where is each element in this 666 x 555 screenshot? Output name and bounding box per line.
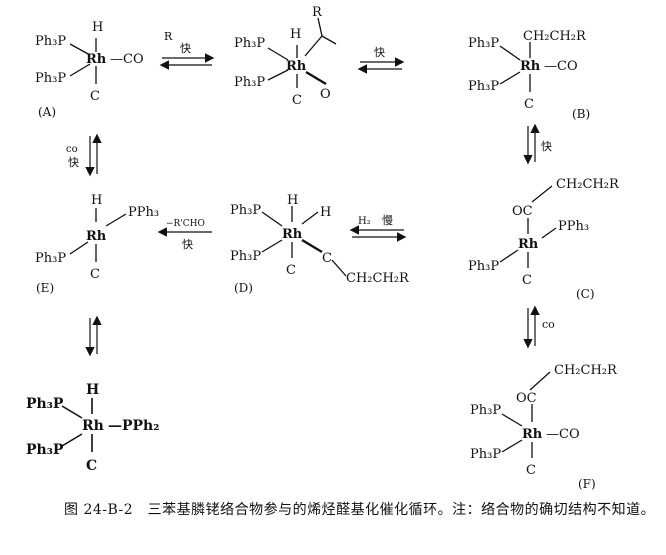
alkene-substituent: R: [312, 5, 323, 20]
carbonyl-ligand-axial: C: [86, 458, 97, 474]
hydride-label: H: [86, 382, 99, 398]
complex-a: H Ph₃P Rh —CO Ph₃P C (A): [35, 20, 144, 119]
hydride-label: H: [91, 193, 102, 208]
rhodium-center: Rh: [86, 229, 107, 244]
acyl-carbonyl: C: [322, 251, 332, 266]
rhodium-center: Rh: [82, 418, 104, 434]
rhodium-center: Rh: [282, 227, 303, 242]
ligand-pph3: PPh₃: [128, 205, 159, 220]
ligand-pph2: —PPh₂: [108, 418, 159, 434]
rhodium-center: Rh: [520, 59, 541, 74]
carbonyl-ligand-axial: C: [292, 93, 302, 108]
arrow-speed: 快: [374, 46, 385, 59]
reagent-aldehyde: −R'CHO: [166, 219, 205, 229]
ligand-pph3: Ph₃P: [230, 249, 261, 264]
acyl-group: CH₂CH₂R: [556, 177, 620, 192]
complex-label-d: (D): [234, 281, 253, 295]
reagent-alkene: R: [164, 30, 173, 43]
carbonyl-ligand-axial: C: [90, 267, 100, 282]
rhodium-center: Rh: [86, 52, 107, 67]
ligand-pph3: Ph₃P: [35, 71, 66, 86]
carbonyl-ligand-axial: C: [524, 97, 534, 112]
ligand-pph3: Ph₃P: [234, 75, 265, 90]
carbonyl-oxygen: O: [320, 87, 331, 102]
reagent-h2: H₂: [358, 216, 371, 227]
complex-d: H H Ph₃P Rh Ph₃P C CH₂CH₂R C (D): [230, 193, 410, 295]
acyl-group: CH₂CH₂R: [346, 271, 410, 286]
arrow-speed: 快: [182, 238, 193, 251]
carbonyl-ligand-axial: C: [90, 89, 100, 104]
reagent-co: co: [66, 144, 78, 155]
rhodium-center: Rh: [518, 237, 539, 252]
arrow-a-to-a2: R 快: [159, 30, 215, 70]
arrow-speed: 快: [541, 140, 552, 153]
complex-label-b: (B): [572, 107, 590, 121]
complex-bottom-left: H Ph₃P Rh —PPh₂ Ph₃P C: [26, 382, 159, 474]
complex-alkene-adduct: H R Ph₃P Rh Ph₃P O C: [234, 5, 337, 108]
arrow-e-to-g: [85, 315, 102, 357]
carbonyl-ligand-axial: C: [286, 263, 296, 278]
arrow-a2-to-b: 快: [357, 46, 405, 74]
acyl-carbonyl: OC: [512, 204, 533, 219]
figure-caption: 图 24-B-2 三苯基膦铑络合物参与的烯烃醛基化催化循环。注：络合物的确切结构…: [64, 502, 656, 518]
ligand-pph3: Ph₃P: [26, 442, 64, 458]
hydride-label: H: [320, 205, 331, 220]
arrow-d-to-e: −R'CHO 快: [157, 219, 212, 251]
arrow-c-to-f: co: [523, 305, 555, 349]
carbonyl-ligand-axial: C: [526, 463, 536, 478]
acyl-group: CH₂CH₂R: [554, 363, 618, 378]
ligand-pph3: Ph₃P: [230, 203, 261, 218]
ligand-pph3: Ph₃P: [26, 396, 64, 412]
hydroformylation-cycle-diagram: H Ph₃P Rh —CO Ph₃P C (A) R 快 H R Ph₃P Rh…: [26, 5, 620, 491]
complex-label-c: (C): [576, 287, 595, 301]
complex-c: CH₂CH₂R OC PPh₃ Rh Ph₃P C (C): [468, 177, 620, 301]
rhodium-center: Rh: [286, 59, 307, 74]
arrow-d-to-c: H₂ 慢: [349, 214, 407, 242]
arrow-speed: 快: [180, 42, 191, 55]
alkyl-group: CH₂CH₂R: [523, 29, 587, 44]
rhodium-center: Rh: [522, 427, 543, 442]
ligand-pph3: Ph₃P: [468, 36, 499, 51]
complex-e: H PPh₃ Rh Ph₃P C (E): [35, 193, 159, 295]
arrow-speed: 快: [68, 156, 79, 169]
reagent-co: co: [542, 318, 555, 331]
complex-f: CH₂CH₂R OC Ph₃P Rh —CO Ph₃P C (F): [470, 363, 618, 491]
ligand-pph3: PPh₃: [558, 219, 589, 234]
acyl-carbonyl: OC: [516, 391, 537, 406]
carbonyl-ligand: —CO: [110, 52, 144, 67]
arrow-speed: 慢: [382, 214, 393, 227]
carbonyl-ligand: —CO: [544, 59, 578, 74]
carbonyl-ligand-axial: C: [522, 273, 532, 288]
ligand-pph3: Ph₃P: [35, 34, 66, 49]
complex-label-e: (E): [36, 281, 54, 295]
ligand-pph3: Ph₃P: [35, 251, 66, 266]
hydride-label: H: [92, 20, 103, 35]
carbonyl-ligand: —CO: [546, 427, 580, 442]
hydride-label: H: [290, 27, 301, 42]
ligand-pph3: Ph₃P: [470, 403, 501, 418]
ligand-pph3: Ph₃P: [470, 447, 501, 462]
ligand-pph3: Ph₃P: [468, 79, 499, 94]
complex-label-a: (A): [38, 105, 56, 119]
hydride-label: H: [287, 193, 298, 208]
ligand-pph3: Ph₃P: [468, 259, 499, 274]
complex-b: CH₂CH₂R Ph₃P Rh —CO Ph₃P C (B): [468, 29, 590, 121]
ligand-pph3: Ph₃P: [234, 36, 265, 51]
arrow-b-to-c: 快: [523, 123, 552, 165]
complex-label-f: (F): [578, 477, 596, 491]
arrow-a-to-e: co 快: [66, 133, 102, 177]
